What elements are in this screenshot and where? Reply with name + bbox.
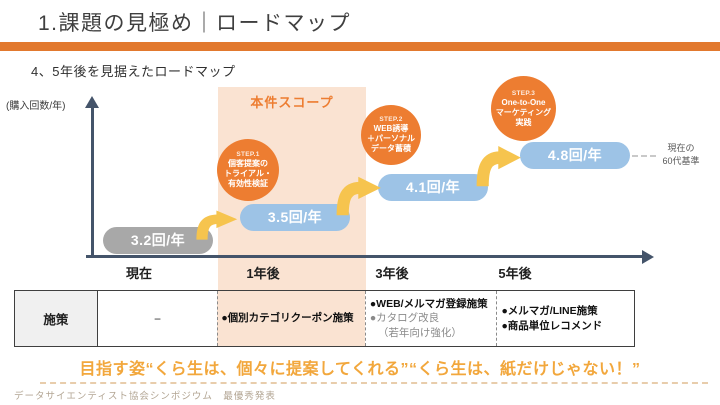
curved-arrow-icon — [336, 176, 381, 216]
page-title: 1.課題の見極め｜ロードマップ — [38, 12, 352, 35]
milestone-pill-year1: 3.5回/年 — [240, 204, 350, 231]
y-axis — [91, 106, 94, 257]
measures-table: 施策 − ●個別カテゴリクーポン施策 ●WEB/メルマガ登録施策 ●カタログ改良… — [14, 290, 635, 347]
x-label-now: 現在 — [125, 266, 152, 281]
table-header-cell: 施策 — [15, 291, 98, 346]
step2-tag: STEP.2 — [379, 116, 403, 123]
x-label-year3: 3年後 — [375, 266, 409, 281]
step1-circle: STEP.1 個客提案の トライアル・ 有効性検証 — [217, 139, 279, 201]
x-label-year5: 5年後 — [498, 266, 532, 281]
milestone-pill-year5: 4.8回/年 — [520, 142, 630, 169]
table-cell-line: ●個別カテゴリクーポン施策 — [221, 312, 354, 325]
table-cell-year1: ●個別カテゴリクーポン施策 — [217, 291, 365, 346]
step1-line: トライアル・ — [224, 169, 272, 178]
step2-line: ＋パーソナル — [367, 134, 415, 143]
table-cell-line: ●商品単位レコメンド — [501, 319, 603, 332]
footer-note: データサイエンティスト協会シンポジウム 最優秀発表 — [14, 391, 276, 402]
x-label-year1: 1年後 — [246, 266, 280, 281]
step3-line: One-to-One — [501, 97, 546, 107]
baseline-annotation: 現在の 60代基準 — [653, 142, 709, 167]
table-cell-line: ●メルマガ/LINE施策 — [501, 305, 598, 318]
table-cell-year3: ●WEB/メルマガ登録施策 ●カタログ改良 （若年向け強化） — [364, 291, 497, 346]
step3-line: 実践 — [515, 117, 532, 127]
footer-dashed-divider — [40, 382, 708, 384]
curved-arrow-icon — [476, 146, 521, 187]
y-axis-label: (購入回数/年) — [6, 101, 66, 112]
table-cell-line: ●WEB/メルマガ登録施策 — [369, 298, 488, 311]
slide-subtitle: 4、5年後を見据えたロードマップ — [31, 64, 236, 79]
x-axis-arrow-icon — [642, 250, 654, 264]
milestone-pill-year3: 4.1回/年 — [378, 174, 488, 201]
step3-circle: STEP.3 One-to-One マーケティング 実践 — [491, 76, 556, 141]
title-accent-bar — [0, 42, 720, 51]
baseline-annotation-line: 60代基準 — [662, 155, 700, 166]
milestone-pill-now: 3.2回/年 — [103, 227, 213, 254]
step1-line: 有効性検証 — [228, 179, 268, 188]
step1-tag: STEP.1 — [236, 151, 260, 158]
table-cell-year5: ●メルマガ/LINE施策 ●商品単位レコメンド — [496, 291, 634, 346]
step1-line: 個客提案の — [228, 159, 268, 168]
scope-label: 本件スコープ — [250, 95, 334, 110]
step2-line: データ蓄積 — [371, 144, 411, 153]
baseline-annotation-line: 現在の — [667, 143, 695, 153]
y-axis-arrow-icon — [85, 96, 99, 108]
table-cell-line: ●カタログ改良 — [369, 312, 440, 325]
table-cell-line: （若年向け強化） — [377, 326, 462, 339]
table-cell-now: − — [154, 311, 162, 326]
x-axis — [86, 255, 644, 258]
leader-dashed-line — [632, 155, 656, 157]
step3-tag: STEP.3 — [511, 89, 536, 97]
curved-arrow-icon — [196, 210, 238, 240]
step3-line: マーケティング — [495, 107, 552, 117]
step2-line: WEB誘導 — [373, 124, 409, 133]
goal-message: 目指す姿“くら生は、個々に提案してくれる”“くら生は、紙だけじゃない！” — [79, 361, 641, 378]
step2-circle: STEP.2 WEB誘導 ＋パーソナル データ蓄積 — [361, 105, 421, 165]
